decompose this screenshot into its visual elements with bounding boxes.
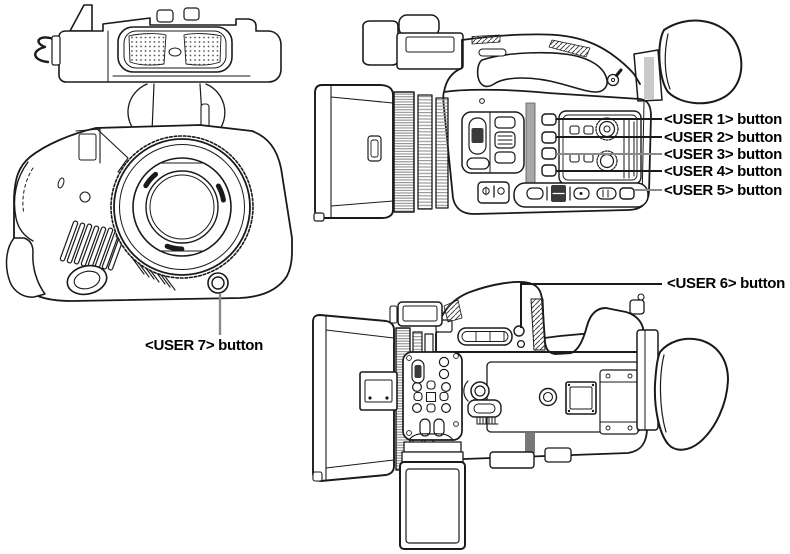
user-7-button-marker [207,272,229,294]
viewfinder [606,19,743,105]
switch-panel [477,181,510,204]
cable-hook [34,36,58,64]
viewfinder-arm [629,293,659,431]
lcd-monitor [399,461,466,550]
accessory-shoe [359,371,398,411]
grip-zoom-rocker [463,380,502,425]
eyecup-left [653,337,729,451]
eyecup [658,19,743,105]
left-side-view-drawing [312,281,729,550]
front-view-drawing [5,4,293,302]
lens-rings [393,91,449,213]
right-side-view-drawing [313,14,743,222]
hand-strap [5,237,46,298]
body-deck-details [486,361,641,469]
user-4-button-label: <USER 4> button [664,163,783,180]
menu-button-panel [402,351,463,441]
user-5-button-marker [619,187,635,200]
user-2-button-marker [541,131,557,144]
user-5-button-label: <USER 5> button [664,182,783,199]
user-6-button-marker [513,325,525,337]
user-4-button-marker [541,164,557,177]
leader-lines [218,118,662,335]
carry-handle [443,33,641,93]
user-1-button-label: <USER 1> button [664,111,783,128]
lens-hood [313,84,394,222]
side-control-panel [461,111,525,174]
user-3-button-marker [541,147,557,160]
lens-mount [110,135,254,279]
microphone-holder [362,14,464,70]
microphone-grille [117,26,233,73]
audio-dial-panel [558,110,642,185]
leader-user6 [520,283,662,328]
bottom-button-strip [513,182,649,208]
user-2-button-label: <USER 2> button [664,129,783,146]
user-7-button-label: <USER 7> button [144,337,263,354]
lens-hood-left [312,314,395,482]
speaker-slats [59,220,127,271]
user-6-button-label: <USER 6> button [667,275,786,292]
user-3-button-label: <USER 3> button [664,146,783,163]
accessory-fin [69,4,93,32]
user-1-button-marker [541,113,557,126]
